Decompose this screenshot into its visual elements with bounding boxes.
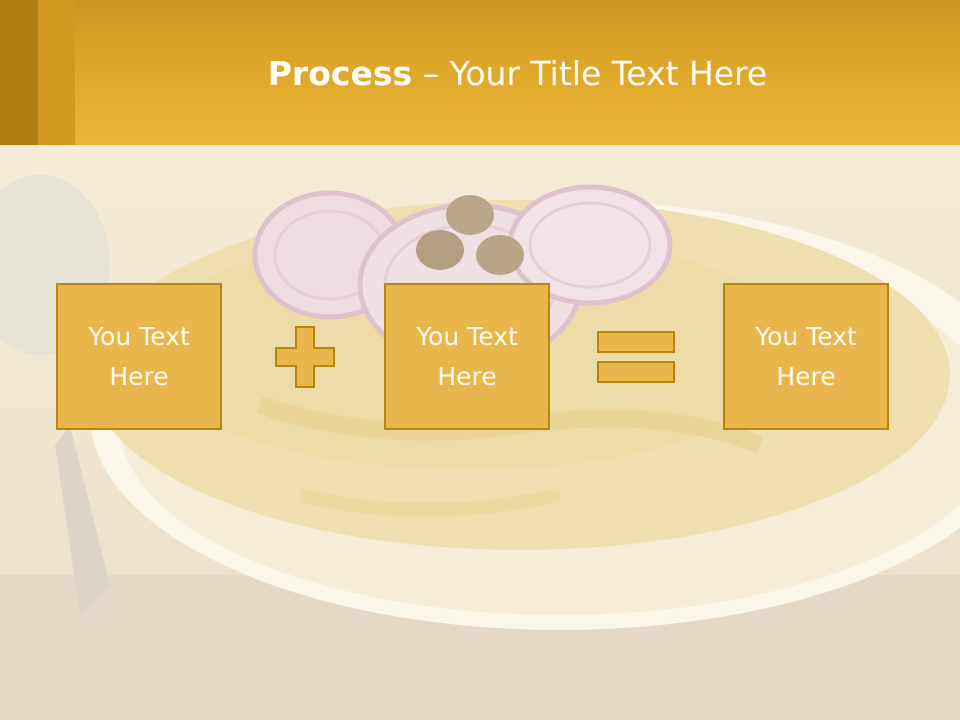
title-rest: – Your Title Text Here	[412, 54, 768, 93]
process-box-1: You Text Here	[56, 283, 222, 430]
header-band: Process – Your Title Text Here	[0, 0, 960, 145]
bowl-illustration	[0, 175, 960, 720]
process-box-label: You Text Here	[416, 321, 518, 391]
plus-icon	[275, 326, 335, 388]
background-photo	[0, 145, 960, 720]
header-accent-stripe	[38, 0, 75, 145]
olive	[476, 235, 524, 275]
header-accent-stripe	[0, 0, 38, 145]
process-box-label: You Text Here	[755, 321, 857, 391]
process-box-3: You Text Here	[723, 283, 889, 430]
olive	[416, 230, 464, 270]
equals-icon	[597, 331, 675, 383]
slide-title: Process – Your Title Text Here	[75, 52, 960, 96]
process-box-2: You Text Here	[384, 283, 550, 430]
title-bold: Process	[267, 54, 413, 93]
process-box-label: You Text Here	[88, 321, 190, 391]
spoon-handle	[55, 425, 110, 615]
olive	[446, 195, 494, 235]
